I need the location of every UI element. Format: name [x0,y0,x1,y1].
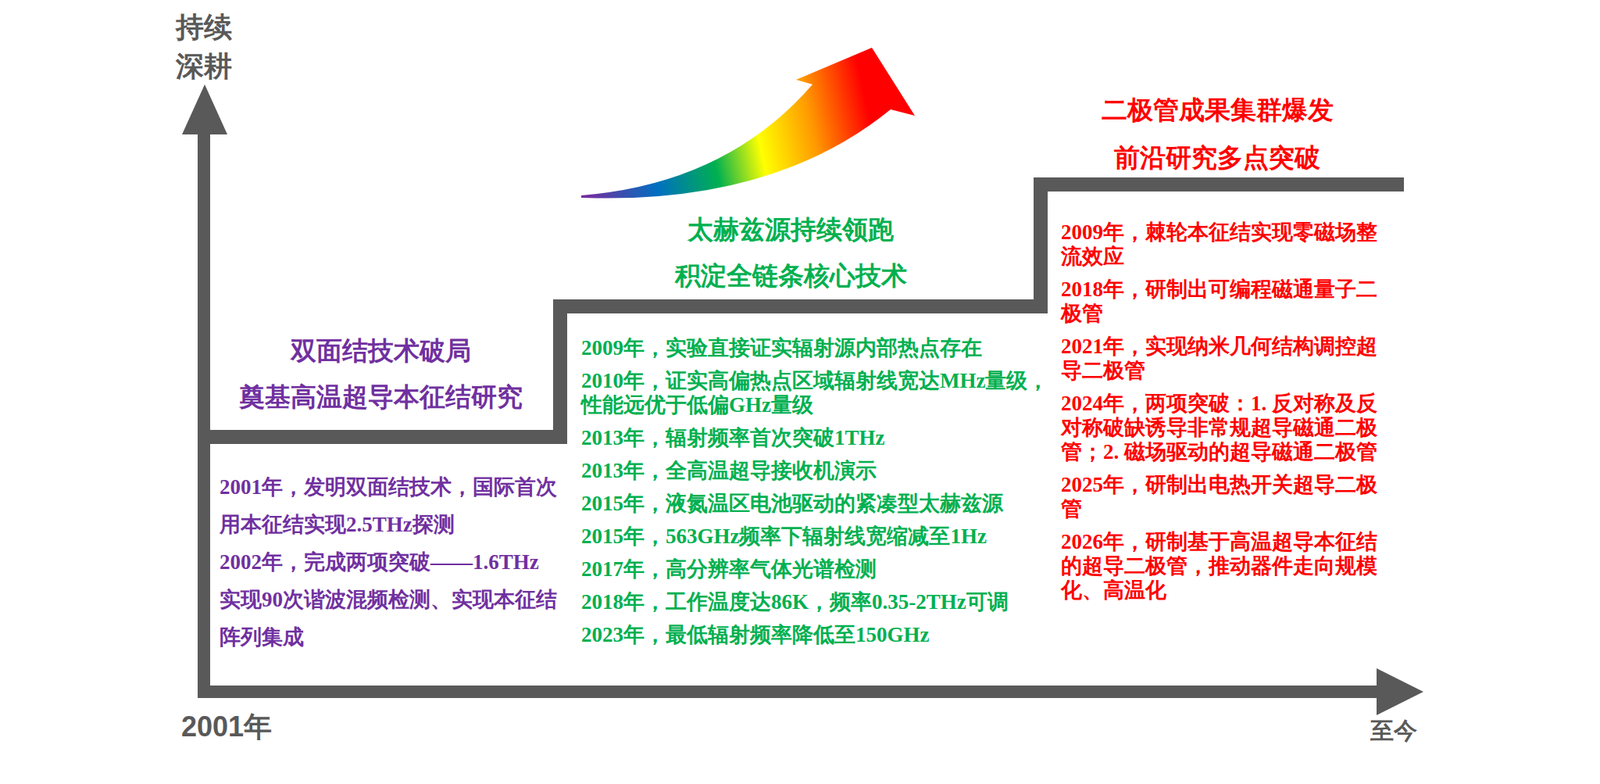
stage-band: 二极管成果集群爆发前沿研究多点突破2009年，棘轮本征结实现零磁场整 流效应20… [1053,87,1405,619]
milestone-item: 2001年，发明双面结技术，国际首次 用本征结实现2.5THz探测 [219,467,568,543]
milestone-item: 2024年，两项突破：1. 反对称及反 对称破缺诱导非常规超导磁通二极 管；2.… [1060,391,1393,465]
milestone-item: 2021年，实现纳米几何结构调控超 导二极管 [1060,334,1393,383]
stage-band: 太赫兹源持续领跑积淀全链条核心技术2009年，实验直接证实辐射源内部热点存在20… [573,207,1066,653]
milestone-item: 2025年，研制出电热开关超导二极 管 [1060,472,1393,522]
milestone-item: 2002年，完成两项突破——1.6THz 实现90次谐波混频检测、实现本征结 阵… [219,542,568,656]
axis-label: 至今 [1315,714,1472,747]
milestone-item: 2017年，高分辨率气体光谱检测 [581,557,1066,582]
stage-heading: 双面结技术破局 [146,333,615,368]
milestone-item: 2013年，全高温超导接收机演示 [581,458,1066,483]
milestone-list: 2001年，发明双面结技术，国际首次 用本征结实现2.5THz探测2002年，完… [219,467,568,656]
rainbow-arrow [581,47,915,199]
y-axis-head [182,84,228,135]
milestone-item: 2013年，辐射频率首次突破1THz [581,425,1066,450]
axis-label: 持续 深耕 [164,7,243,86]
stage-band: 双面结技术破局奠基高温超导本征结研究2001年，发明双面结技术，国际首次 用本征… [210,328,579,665]
milestone-item: 2015年，液氮温区电池驱动的紧凑型太赫兹源 [581,491,1066,516]
milestone-item: 2010年，证实高偏热点区域辐射线宽达MHz量级， 性能远优于低偏GHz量级 [581,368,1066,418]
milestone-item: 2026年，研制基于高温超导本征结 的超导二极管，推动器件走向规模 化、高温化 [1060,529,1393,603]
x-axis-head [1376,667,1424,715]
stage-heading: 二极管成果集群爆发 [982,92,1452,128]
milestone-list: 2009年，棘轮本征结实现零磁场整 流效应 2018年，研制出可编程磁通量子二 极… [1060,220,1393,611]
y-axis [197,128,211,698]
stage-heading: 太赫兹源持续领跑 [556,212,1025,247]
milestone-item: 2018年，工作温度达86K，频率0.35-2THz可调 [581,589,1066,615]
x-axis [197,685,1383,698]
milestone-item: 2009年，实验直接证实辐射源内部热点存在 [581,335,1066,361]
milestone-list: 2009年，实验直接证实辐射源内部热点存在 2010年，证实高偏热点区域辐射线宽达… [581,335,1066,656]
milestone-item: 2009年，棘轮本征结实现零磁场整 流效应 [1060,220,1393,269]
milestone-item: 2018年，研制出可编程磁通量子二 极管 [1060,277,1393,326]
stage-heading: 奠基高温超导本征结研究 [146,379,615,415]
milestone-item: 2023年，最低辐射频率降低至150GHz [581,622,1066,647]
stage-heading: 前沿研究多点突破 [982,140,1452,175]
axis-label: 2001年 [148,709,305,744]
stage-heading: 积淀全链条核心技术 [556,258,1025,293]
milestone-item: 2015年，563GHz频率下辐射线宽缩减至1Hz [581,524,1066,549]
